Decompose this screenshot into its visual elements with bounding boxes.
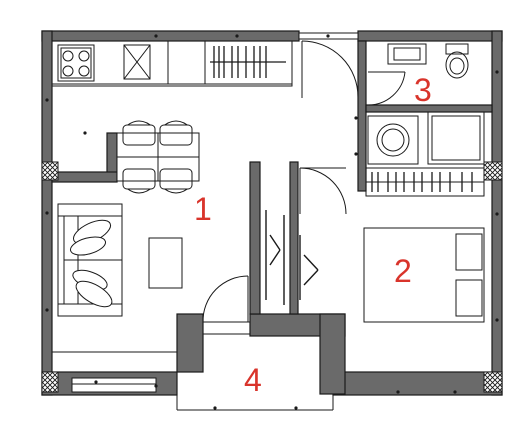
room-labels: 1 2 3 4 — [194, 72, 432, 398]
coffee-table — [148, 237, 183, 289]
bedroom-door — [299, 167, 347, 215]
structural-columns — [41, 161, 503, 393]
room-label-1: 1 — [194, 191, 212, 227]
bed — [363, 227, 485, 323]
corridor-sliding-doors — [265, 210, 319, 305]
tick-marks — [45, 34, 499, 410]
room-label-3: 3 — [414, 72, 432, 108]
entrance-door — [298, 32, 359, 98]
bathroom-fixtures — [367, 43, 485, 165]
window-lower — [52, 351, 177, 393]
dining-table — [116, 120, 200, 194]
balcony — [176, 336, 334, 411]
wardrobe — [365, 167, 485, 197]
room-label-4: 4 — [244, 362, 262, 398]
kitchen-counter — [51, 40, 293, 87]
sofa — [57, 203, 123, 317]
balcony-door — [202, 275, 250, 335]
room-label-2: 2 — [394, 253, 412, 289]
